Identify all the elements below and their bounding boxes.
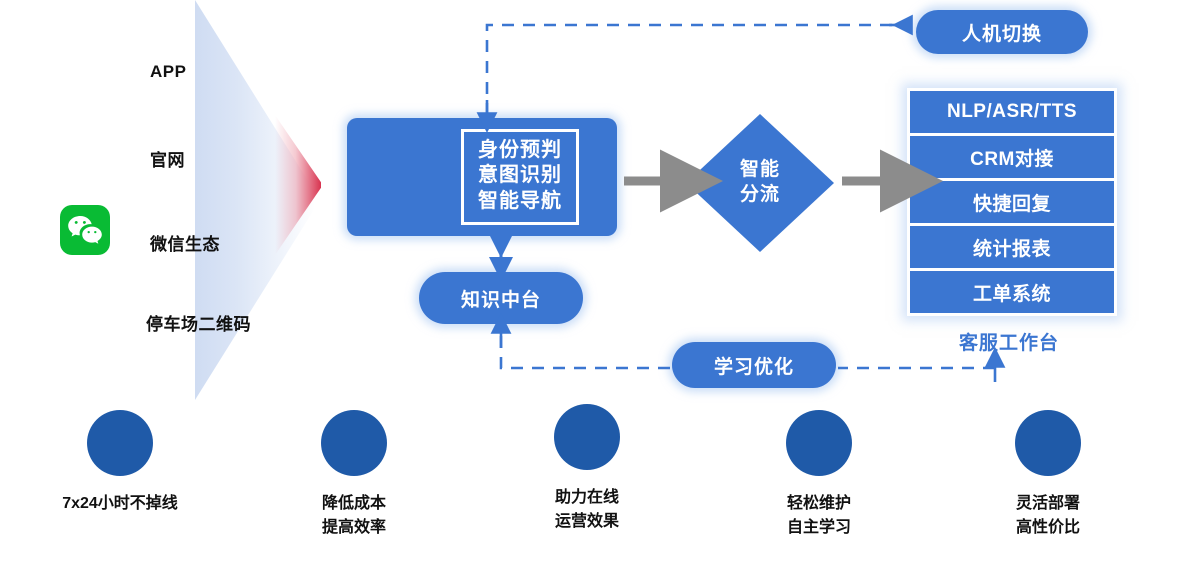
- channel-label-website: 官网: [150, 151, 185, 170]
- benefit-dot: [321, 410, 387, 476]
- benefit-dot: [1015, 410, 1081, 476]
- workbench-item-nlp[interactable]: NLP/ASR/TTS: [910, 91, 1114, 133]
- channel-label-parking-qr: 停车场二维码: [146, 315, 251, 334]
- benefit-deployment: 灵活部署 高性价比: [948, 410, 1148, 540]
- core-engine-capabilities: 身份预判 意图识别 智能导航: [461, 128, 579, 226]
- workbench-item-quick-reply[interactable]: 快捷回复: [910, 181, 1114, 223]
- workbench-item-reports[interactable]: 统计报表: [910, 226, 1114, 268]
- core-line-2: 意图识别: [478, 164, 562, 187]
- benefit-label: 7x24小时不掉线: [62, 495, 178, 512]
- channel-label-wechat: 微信生态: [150, 235, 220, 254]
- benefit-online-ops: 助力在线 运营效果: [487, 404, 687, 534]
- human-handover-box: 人机切换: [916, 10, 1088, 54]
- core-engine-box: 身份预判 意图识别 智能导航: [347, 118, 617, 236]
- dashed-learning-to-knowledge: [499, 332, 670, 370]
- benefit-dot: [87, 410, 153, 476]
- wechat-icon: [60, 205, 110, 255]
- benefit-maintenance: 轻松维护 自主学习: [719, 410, 919, 540]
- channel-label-app: APP: [150, 62, 187, 81]
- learning-optimization-box: 学习优化: [672, 342, 836, 388]
- core-line-3: 智能导航: [478, 189, 562, 212]
- knowledge-platform-box: 知识中台: [419, 272, 583, 324]
- diamond-line-2: 分流: [739, 184, 780, 205]
- benefit-label: 降低成本 提高效率: [321, 495, 386, 536]
- benefit-label: 轻松维护 自主学习: [786, 495, 851, 536]
- benefit-dot: [786, 410, 852, 476]
- diamond-line-1: 智能: [739, 159, 780, 181]
- benefit-label: 助力在线 运营效果: [554, 489, 619, 530]
- core-line-1: 身份预判: [478, 138, 562, 161]
- workbench-item-tickets[interactable]: 工单系统: [910, 271, 1114, 313]
- benefit-cost: 降低成本 提高效率: [254, 410, 454, 540]
- workbench-item-crm[interactable]: CRM对接: [910, 136, 1114, 178]
- diamond-label: 智能 分流: [686, 114, 834, 252]
- benefit-dot: [554, 404, 620, 470]
- benefit-uptime: 7x24小时不掉线: [20, 410, 220, 516]
- benefit-label: 灵活部署 高性价比: [1015, 495, 1080, 536]
- workbench-caption: 客服工作台: [958, 333, 1059, 354]
- intelligent-routing-diamond: 智能 分流: [686, 114, 834, 252]
- dashed-core-to-handover: [485, 23, 905, 115]
- workbench-stack: NLP/ASR/TTS CRM对接 快捷回复 统计报表 工单系统: [907, 88, 1117, 316]
